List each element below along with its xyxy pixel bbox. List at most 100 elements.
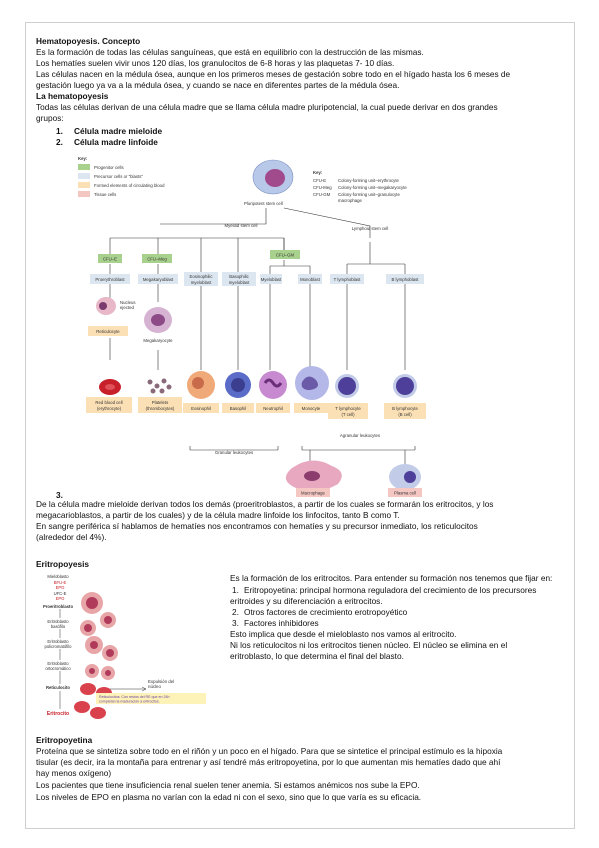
paragraph-line: De la célula madre mieloide derivan todo… <box>36 499 494 509</box>
mieloblasto-label: Mieloblasto <box>47 574 69 579</box>
t-lymphocyte-box <box>328 403 368 419</box>
nucleus-icon <box>99 302 107 310</box>
paragraph-line: hay menos oxígeno) <box>36 768 112 778</box>
proeritroblasto-label: Proeritroblasto <box>43 604 73 609</box>
paragraph-line: gestación luego ya va a la médula ósea, … <box>36 80 400 90</box>
b-lymphoblast-label: B lymphoblast <box>392 277 420 282</box>
monoblast-box <box>298 274 322 284</box>
eritropoyesis-intro: Es la formación de los eritrocitos. Para… <box>230 573 553 583</box>
neutrophil-label: Neutrophil <box>263 406 283 411</box>
monoblast-label: Monoblast <box>300 277 321 282</box>
basophilic-myeloblast-box <box>222 272 256 286</box>
macrophage-label: Macrophage <box>301 491 325 496</box>
paragraph-line: Todas las células derivan de una célula … <box>36 102 498 112</box>
paragraph-line: tisular (es decir, ira la montaña para e… <box>36 757 501 767</box>
macrophage-box <box>296 488 330 497</box>
nucleus-icon <box>151 314 165 326</box>
section-title-eritropoyetina: Eritropoyetina <box>36 735 93 745</box>
abbr-code: CFU-E <box>313 178 326 183</box>
list-number: 2. <box>232 607 239 617</box>
section-title-eritropoyesis: Eritropoyesis <box>36 559 90 569</box>
ortocromatico-label: ortocromático <box>45 666 71 671</box>
abbr-code: CFU-GM <box>313 192 331 197</box>
abbr-desc: Colony-forming unit–granulocyte <box>338 192 400 197</box>
key-swatch-precursor <box>78 173 90 179</box>
myeloblast-label: Myeloblast <box>261 277 282 282</box>
t-lymphoblast-box <box>330 274 364 284</box>
key-label: Precursor cells or "blasts" <box>94 174 143 179</box>
key-swatch-tissue <box>78 191 90 197</box>
monocyte-label: Monocyte <box>302 406 321 411</box>
key-label: Tissue cells <box>94 192 116 197</box>
list-item-linfoide: Célula madre linfoide <box>74 137 158 147</box>
t-lymphocyte-label: (T cell) <box>341 412 355 417</box>
list-item-eritropoyetina: Eritropoyetina: principal hormona regula… <box>244 585 537 595</box>
list-item-inhibidores: Factores inhibidores <box>244 618 319 628</box>
abbr-desc: macrophage <box>338 198 362 203</box>
paragraph-line: grupos: <box>36 113 64 123</box>
basophilic-myeloblast-label: Basophilic <box>229 274 249 279</box>
ortocromatico-label: Eritroblasto <box>47 661 69 666</box>
subtitle-hematopoyesis: La hematopoyesis <box>36 91 109 101</box>
list-item-mieloide: Célula madre mieloide <box>74 126 163 136</box>
key-label: Formed elements of circulating blood <box>94 183 165 188</box>
nucleus-icon <box>265 169 285 187</box>
basophil-label: Basophil <box>230 406 247 411</box>
bfu-label: BFU-E <box>54 580 67 585</box>
nucleus-icon <box>304 471 320 481</box>
paragraph-line: Las células nacen en la médula ósea, aun… <box>36 69 511 79</box>
platelets-box <box>138 397 182 413</box>
reticulocyte-note: completan la maduración a eritrocitos. <box>99 700 160 704</box>
cfu-gm-label: CFU–GM <box>276 253 295 258</box>
rbc-center-icon <box>105 384 115 390</box>
key-label: Progenitor cells <box>94 165 124 170</box>
epo-label: EPO <box>56 585 66 590</box>
list-number: 1. <box>232 585 239 595</box>
megakaryocyte-label: Megakaryocyte <box>143 338 173 343</box>
megakaryoblast-label: Megakaryoblast <box>143 277 174 282</box>
cfu-label: UFC-E <box>54 591 67 596</box>
reticulocyte-note-box <box>96 693 206 704</box>
b-lymphocyte-box <box>384 403 426 419</box>
nucleus-ejected-label: Nucleus <box>120 300 136 305</box>
nucleus-icon <box>396 377 414 395</box>
abbr-key-title: Key: <box>313 170 323 175</box>
rbc-label: Red blood cell <box>95 400 122 405</box>
paragraph-line: En sangre periférica sí hablamos de hema… <box>36 521 478 531</box>
t-lymphocyte-label: T lymphocyte <box>335 406 361 411</box>
key-title: Key: <box>78 156 88 161</box>
list-item-continuation: eritroides y su diferenciación a eritroc… <box>230 596 383 606</box>
abbr-desc: Colony-forming unit–erythrocyte <box>338 178 400 183</box>
lymphoid-label: Lymphoid stem cell <box>352 226 389 231</box>
policromatofilo-label: policromatófilo <box>45 644 73 649</box>
basofilo-label: basófilo <box>51 624 66 629</box>
platelets-icon <box>147 378 172 394</box>
myeloblast-box <box>260 274 282 284</box>
proerythroblast-box <box>90 274 130 284</box>
nucleus-ejected-label: ejected <box>120 305 134 310</box>
platelets-label: Platelets <box>152 400 168 405</box>
rbc-box <box>86 397 132 413</box>
paragraph-line: Los niveles de EPO en plasma no varían c… <box>36 792 422 802</box>
hematopoiesis-diagram: Key: Progenitor cells Precursor cells or… <box>78 156 426 497</box>
basophilic-myeloblast-label: myeloblast <box>229 280 250 285</box>
rbc-label: (erythrocyte) <box>97 406 122 411</box>
list-number: 2. <box>56 137 63 147</box>
plasma-cell-box <box>388 488 422 497</box>
eritrocito-label: Eritrocito <box>47 711 69 717</box>
platelets-label: (thrombocytes) <box>146 406 175 411</box>
cfu-gm-box <box>270 250 300 259</box>
b-lymphocyte-label: (B cell) <box>398 412 412 417</box>
epo-label: EPO <box>56 596 66 601</box>
neutrophil-box <box>256 403 290 413</box>
eosinophilic-myeloblast-box <box>184 272 218 286</box>
nucleus-icon <box>404 471 416 483</box>
paragraph-line: Esto implica que desde el mieloblasto no… <box>230 629 457 639</box>
section-title-hematopoyesis: Hematopoyesis. Concepto <box>36 36 141 46</box>
nucleus-icon <box>301 376 318 390</box>
list-number: 3. <box>56 490 63 500</box>
list-number: 1. <box>56 126 63 136</box>
paragraph-line: Los hematíes suelen vivir unos 120 días,… <box>36 58 395 68</box>
page-border <box>25 22 575 829</box>
abbr-code: CFU-Meg <box>313 185 332 190</box>
